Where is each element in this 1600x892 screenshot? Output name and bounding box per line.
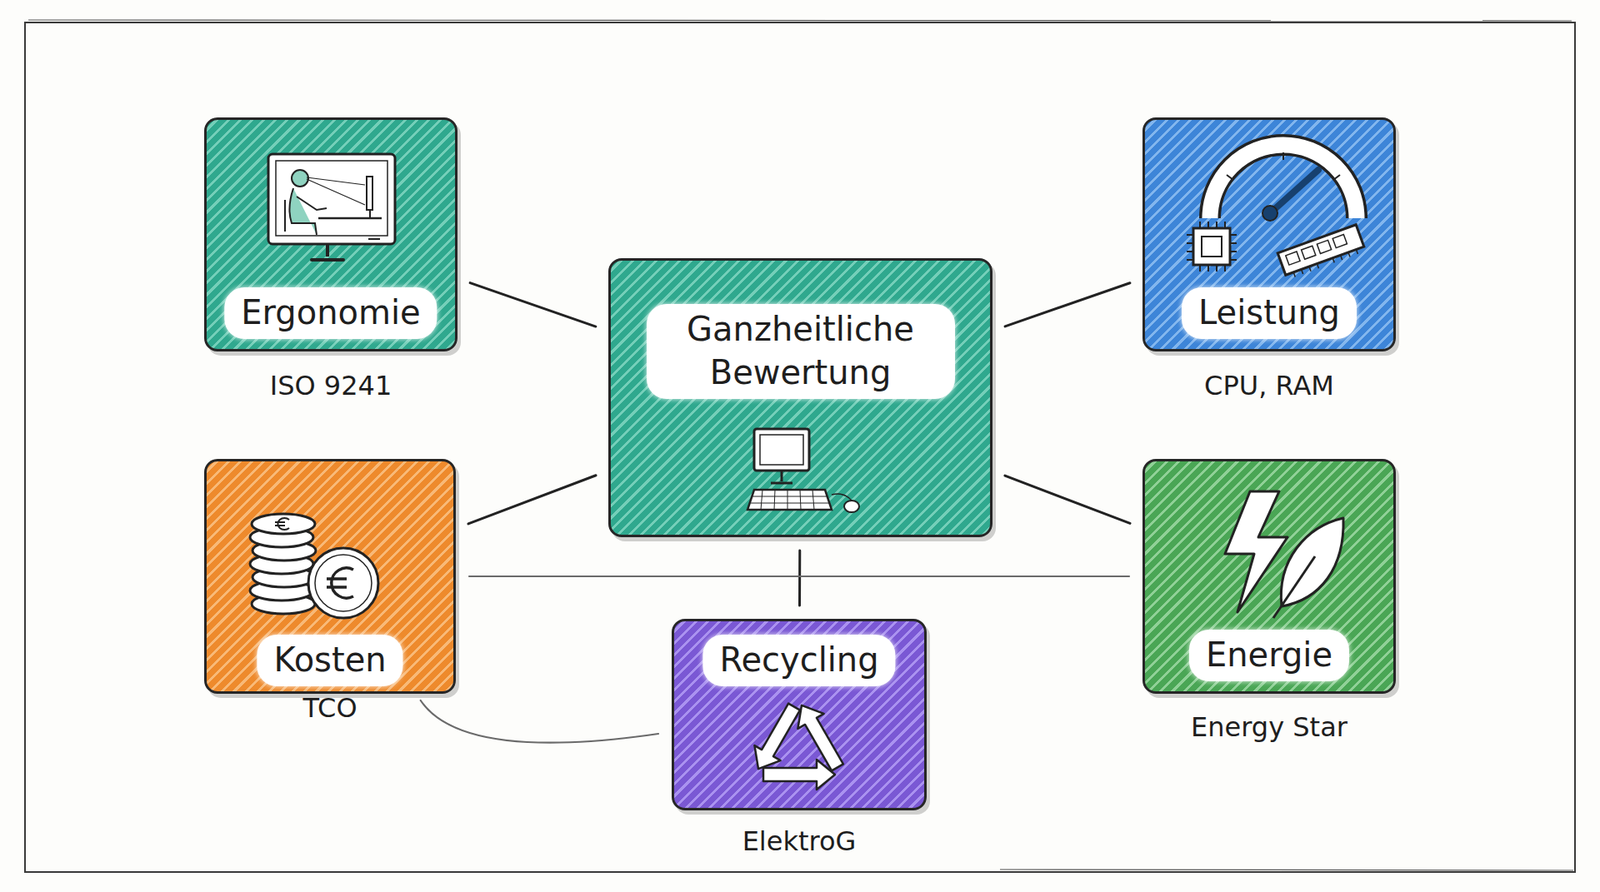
topic-box: EnergieEnergy Star: [1142, 459, 1396, 695]
box-title: Kosten: [256, 635, 403, 687]
box-subtitle: ISO 9241: [156, 370, 505, 402]
topic-box: LeistungCPU, RAM: [1142, 117, 1396, 352]
topic-box: RecyclingElektroG: [671, 619, 927, 811]
topic-box: ErgonomieISO 9241: [204, 117, 458, 352]
box-title: Leistung: [1181, 287, 1357, 340]
connector-line: [1005, 475, 1130, 524]
topic-box: KostenTCO: [204, 459, 456, 695]
box-title: Recycling: [702, 635, 895, 687]
connector-line: [469, 575, 1130, 578]
central-box: Ganzheitliche Bewertung: [608, 258, 993, 538]
connector-line: [468, 475, 596, 525]
box-subtitle: TCO: [156, 692, 504, 725]
connector-line: [1005, 283, 1130, 327]
box-title: Ganzheitliche Bewertung: [646, 304, 955, 400]
box-subtitle: CPU, RAM: [1095, 370, 1444, 402]
connector-line: [470, 283, 596, 327]
connector-line: [798, 550, 801, 606]
box-title: Energie: [1189, 630, 1350, 682]
box-title: Ergonomie: [224, 287, 437, 340]
box-subtitle: Energy Star: [1095, 711, 1444, 744]
box-subtitle: ElektroG: [624, 825, 975, 858]
connector-line: [420, 700, 659, 744]
